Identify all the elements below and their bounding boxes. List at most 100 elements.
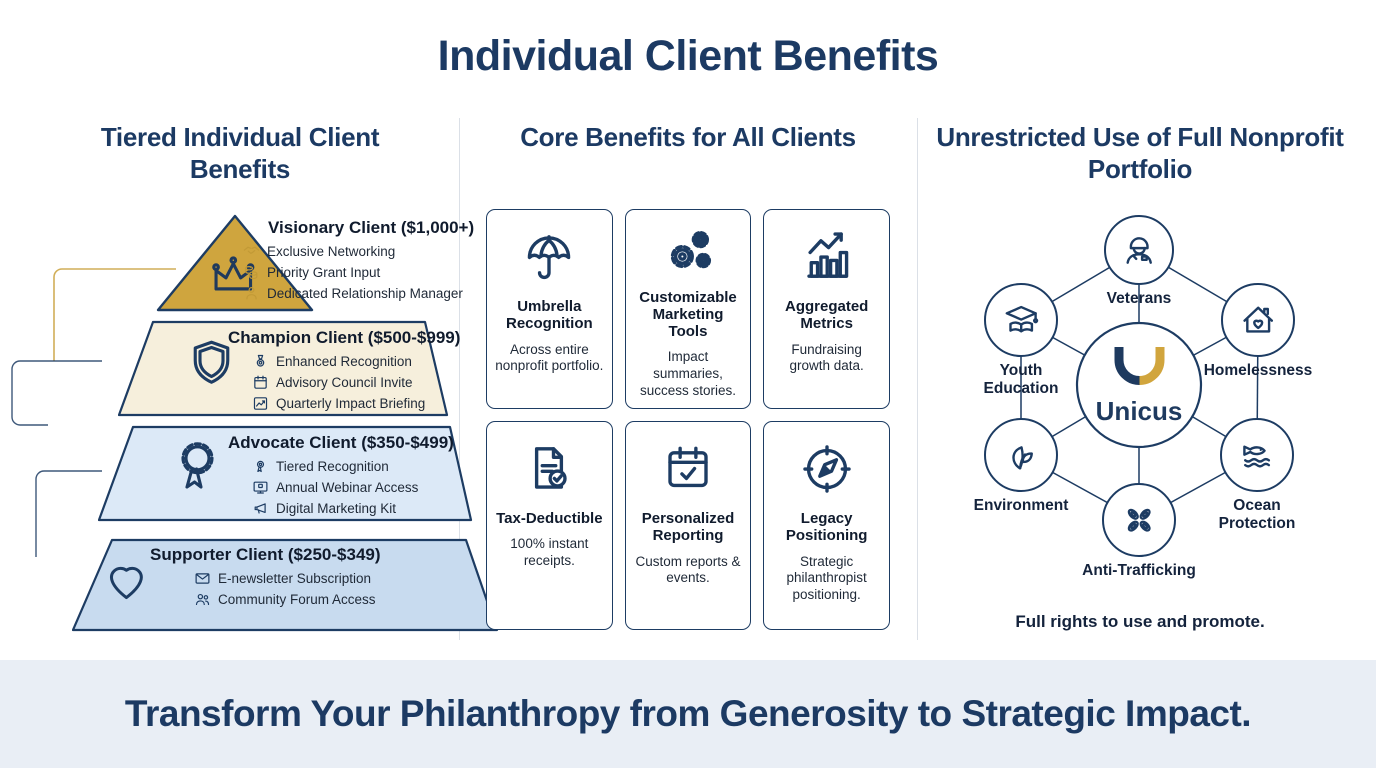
benefit-row: Community Forum Access [194,591,381,608]
benefit-label: Community Forum Access [218,592,376,607]
hub-center-circle [1075,321,1203,449]
card-desc: Across entire nonprofit portfolio. [495,341,604,374]
benefit-row: Priority Grant Input [243,264,474,281]
rosette-icon [181,442,214,489]
benefit-row: Exclusive Networking [243,243,474,260]
house-heart-icon [1243,306,1274,333]
tier-pyramid: Visionary Client ($1,000+) Exclusive Net… [11,205,530,655]
portfolio-hub: Unicus [925,200,1355,600]
benefit-label: Dedicated Relationship Manager [267,286,463,301]
megaphone-icon [254,503,266,514]
person-icon [246,287,257,300]
benefit-row: Dedicated Relationship Manager [243,285,474,302]
card-title: Tax-Deductible [496,510,603,527]
column-divider [917,118,918,640]
unicus-logo-icon [1114,347,1165,385]
coins-icon [244,266,258,280]
people-icon [195,593,210,606]
cause-label-anti-trafficking: Anti-Trafficking [1082,562,1196,579]
benefit-label: Tiered Recognition [276,459,389,474]
veterans-circle [1104,215,1174,285]
hub-diagram: Unicus [984,215,1295,557]
benefit-card-tax: Tax-Deductible 100% instant receipts. [486,421,613,630]
core-benefit-cards: Umbrella Recognition Across entire nonpr… [486,209,890,630]
benefit-card-reporting: Personalized Reporting Custom reports & … [624,421,752,630]
benefit-row: Annual Webinar Access [252,479,454,496]
connector-line [35,470,102,557]
benefit-card-marketing: Customizable Marketing Tools Impact summ… [624,209,752,409]
cause-label-environment: Environment [973,497,1069,514]
benefit-label: E-newsletter Subscription [218,571,372,586]
tier-supporter-shape [72,538,499,632]
card-desc: Impact summaries, success stories. [639,349,736,399]
tier-title: Champion Client ($500-$999) [228,328,461,347]
column-divider [459,118,460,640]
card-desc: Fundraising growth data. [789,341,864,374]
cause-label-homelessness: Homelessness [1203,362,1313,379]
benefit-label: Advisory Council Invite [276,375,413,390]
benefit-label: Enhanced Recognition [276,354,412,369]
core-benefits-heading: Core Benefits for All Clients [520,122,856,152]
tier-title: Advocate Client ($350-$499) [228,433,454,452]
tier-advocate-text: Advocate Client ($350-$499) Tiered Recog… [228,433,454,517]
unicus-label: Unicus [1096,396,1183,426]
veteran-icon [1126,237,1152,264]
benefit-card-umbrella: Umbrella Recognition Across entire nonpr… [486,209,613,409]
environment-circle [984,418,1058,492]
gears-icon [661,224,715,281]
cause-label-ocean-protection: Ocean Protection [1218,497,1296,532]
card-desc: Custom reports & events. [635,553,741,586]
handshake-icon [243,246,260,254]
rosette-small-icon [256,460,265,473]
document-check-icon [522,436,576,502]
connector-line [53,268,176,361]
shield-icon [193,340,230,384]
card-title: Umbrella Recognition [505,298,593,333]
tier-title: Visionary Client ($1,000+) [268,218,475,237]
tier-visionary-text: Visionary Client ($1,000+) Exclusive Net… [243,218,474,302]
benefit-card-legacy: Legacy Positioning Strategic philanthrop… [763,421,890,630]
benefit-label: Exclusive Networking [267,244,396,259]
cause-label-veterans: Veterans [1106,290,1172,307]
graduation-book-icon [1005,305,1039,333]
benefit-label: Priority Grant Input [267,265,381,280]
umbrella-icon [522,224,576,290]
tier-supporter-text: Supporter Client ($250-$349) E-newslette… [150,545,381,608]
benefit-label: Annual Webinar Access [276,480,419,495]
bar-chart-growth-icon [800,224,854,290]
tier-advocate-shape [98,425,473,522]
benefit-row: Enhanced Recognition [252,353,460,370]
medal-icon [256,354,265,367]
card-title: Personalized Reporting [641,510,735,545]
benefit-row: Tiered Recognition [252,458,454,475]
calendar-icon [254,375,267,389]
compass-icon [800,436,854,502]
webinar-screen-icon [253,481,268,494]
benefit-label: Digital Marketing Kit [276,501,397,516]
benefit-row: Advisory Council Invite [252,374,460,391]
footer-tagline: Transform Your Philanthropy from Generos… [124,693,1252,734]
tiered-benefits-heading: Tiered Individual Client Benefits [100,122,380,184]
card-title: Aggregated Metrics [784,298,869,333]
cause-label-youth-education: Youth Education [983,362,1059,397]
trend-chart-icon [253,397,268,410]
card-title: Customizable Marketing Tools [639,288,737,341]
portfolio-heading: Unrestricted Use of Full Nonprofit Portf… [936,122,1344,184]
broken-chain-icon [1127,508,1151,532]
benefit-row: E-newsletter Subscription [194,570,381,587]
benefit-row: Digital Marketing Kit [252,500,454,517]
envelope-icon [195,573,210,584]
benefit-row: Quarterly Impact Briefing [252,395,460,412]
anti-trafficking-circle [1102,483,1176,557]
tier-champion-text: Champion Client ($500-$999) Enhanced Rec… [228,328,460,412]
benefit-card-metrics: Aggregated Metrics Fundraising growth da… [763,209,890,409]
tier-champion-shape [118,320,449,417]
card-title: Legacy Positioning [785,510,868,545]
connector-line [11,360,102,426]
portfolio-note: Full rights to use and promote. [1015,612,1265,631]
benefit-label: Quarterly Impact Briefing [276,396,426,411]
tier-title: Supporter Client ($250-$349) [150,545,381,564]
heart-icon [110,566,143,600]
card-desc: 100% instant receipts. [510,536,589,569]
